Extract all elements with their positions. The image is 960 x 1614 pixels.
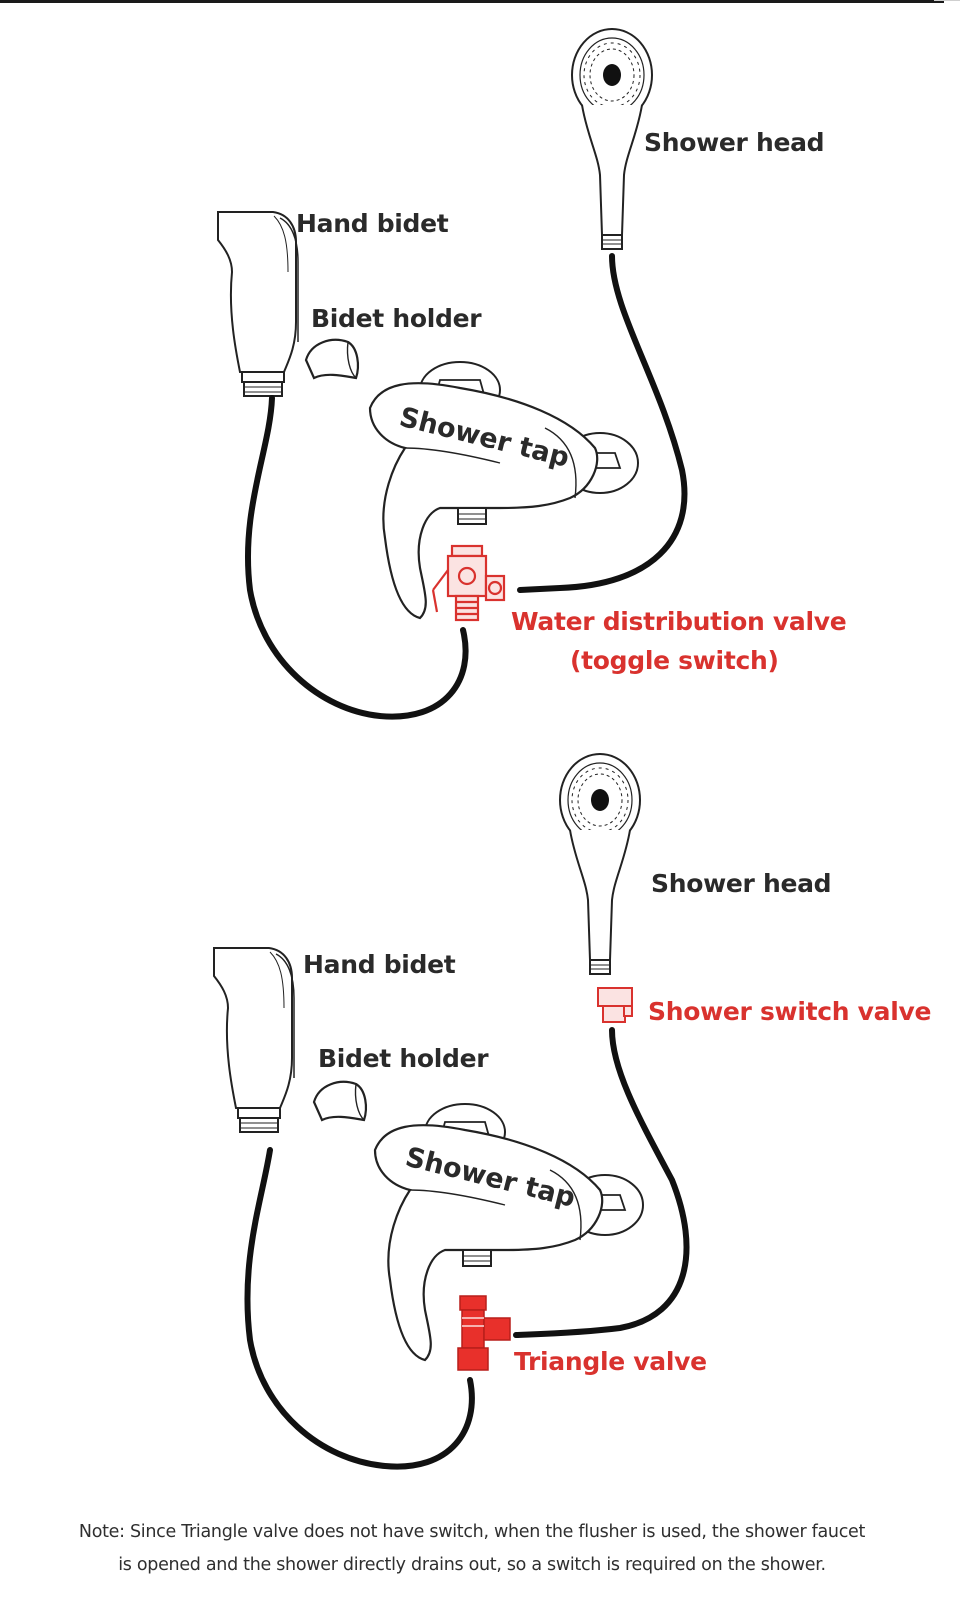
bottom-shower-hose (513, 1027, 690, 1338)
note-line-2: is opened and the shower directly drains… (118, 1555, 826, 1575)
note-line-1: Note: Since Triangle valve does not have… (78, 1522, 866, 1542)
top-bidet-holder-label: Bidet holder (311, 304, 482, 333)
top-bidet-holder (304, 338, 360, 380)
shower-switch-valve (597, 987, 633, 1023)
top-hand-bidet-label: Hand bidet (296, 209, 449, 238)
top-shower-hose (517, 253, 688, 593)
toggle-switch-label: (toggle switch) (570, 646, 779, 675)
top-shower-head-label: Shower head (644, 128, 825, 157)
bottom-bidet-hose (244, 1147, 475, 1470)
top-hand-bidet (217, 211, 299, 397)
top-border-line-right (934, 0, 960, 1)
top-bidet-hose (244, 395, 469, 720)
bottom-hand-bidet-label: Hand bidet (303, 950, 456, 979)
top-border-line (0, 0, 944, 3)
water-distribution-valve-label: Water distribution valve (511, 607, 847, 636)
water-distribution-valve (431, 544, 506, 622)
bottom-shower-head-label: Shower head (651, 869, 832, 898)
triangle-valve-label: Triangle valve (514, 1347, 707, 1376)
bottom-hand-bidet (213, 947, 295, 1133)
triangle-valve (457, 1295, 511, 1371)
bottom-shower-head (559, 753, 641, 975)
shower-switch-valve-label: Shower switch valve (648, 997, 932, 1026)
bottom-bidet-holder-label: Bidet holder (318, 1044, 489, 1073)
bottom-bidet-holder (312, 1080, 368, 1122)
top-shower-head (571, 28, 653, 250)
